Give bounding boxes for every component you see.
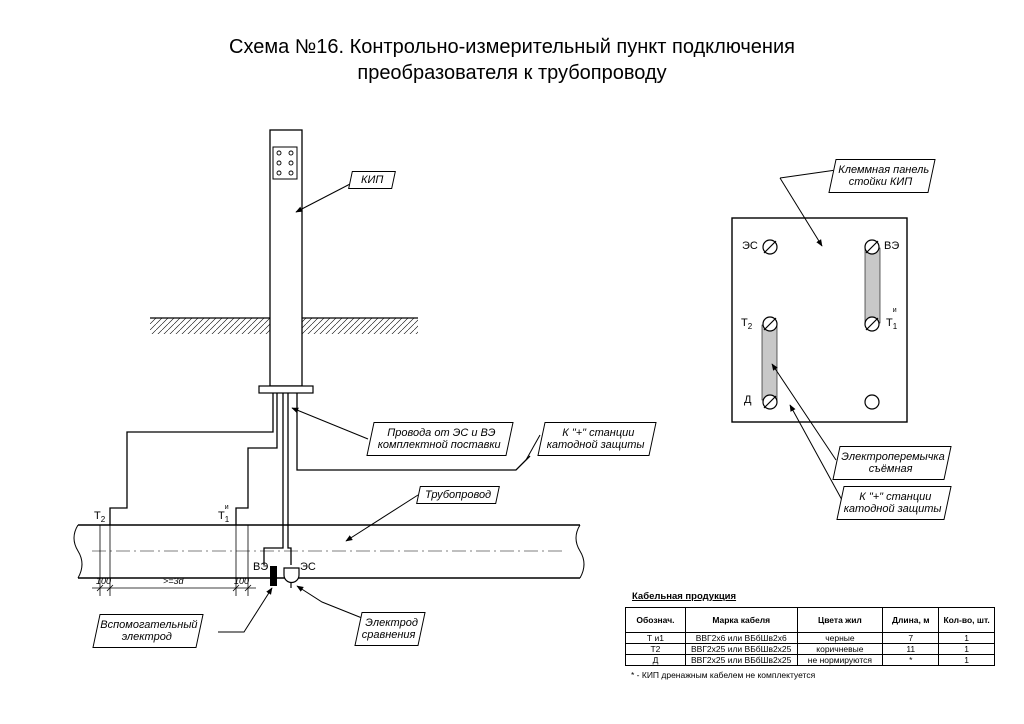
leader-lines-main [218, 182, 541, 633]
dimension-lines [92, 525, 256, 596]
ground-left [150, 317, 270, 334]
table-row: Т2 ВВГ2х25 или ВБбШв2х25 коричневые 11 1 [625, 643, 995, 655]
auxiliary-electrode [270, 566, 277, 586]
dimension-100-left: 100 [96, 576, 112, 586]
callout-wires: Провода от ЭС и ВЭ комплектной поставки [366, 422, 514, 456]
pipeline [73, 524, 585, 579]
header-cable-brand: Марка кабеля [684, 607, 798, 633]
table-row: Д ВВГ2х25 или ВБбШв2х25 не нормируются *… [625, 654, 995, 666]
title-line-1: Схема №16. Контрольно-измерительный пунк… [229, 36, 795, 58]
label-t2: Т2 [94, 510, 106, 525]
terminal-panel [731, 217, 908, 423]
callout-station: К "+" станции катодной защиты [537, 422, 657, 456]
header-length: Длина, м [882, 607, 940, 633]
kip-base-flange [258, 385, 314, 394]
dimension-100-right: 100 [234, 576, 250, 586]
cable-table-note: * - КИП дренажным кабелем не комплектует… [631, 670, 816, 680]
table-row: Т и1 ВВГ2х6 или ВБбШв2х6 черные 7 1 [625, 632, 995, 644]
kip-post [269, 129, 303, 387]
panel-label-es: ЭС [742, 240, 758, 252]
cable-table-title: Кабельная продукция [632, 591, 737, 602]
cable-products-block: Кабельная продукция Обознач. Марка кабел… [625, 591, 995, 680]
label-es-pipe: ЭС [300, 561, 316, 573]
ground-right [302, 317, 418, 334]
callout-pipeline: Трубопровод [416, 486, 500, 504]
header-core-colors: Цвета жил [796, 607, 884, 633]
callout-terminal-panel: Клеммная панель стойки КИП [828, 159, 936, 193]
label-ve-pipe: ВЭ [253, 561, 269, 573]
cable-table-header-row: Обознач. Марка кабеля Цвета жил Длина, м… [625, 607, 995, 633]
header-quantity: Кол-во, шт. [938, 607, 995, 633]
title-line-2: преобразователя к трубопроводу [357, 62, 667, 84]
header-designation: Обознач. [625, 607, 686, 633]
leader-lines-panel [771, 169, 843, 501]
reference-electrode [283, 567, 300, 588]
callout-jumper: Электроперемычка съёмная [832, 446, 952, 480]
diagram-title: Схема №16. Контрольно-измерительный пунк… [0, 34, 1024, 86]
panel-label-d: Д [744, 394, 752, 406]
callout-station-panel: К "+" станции катодной защиты [836, 486, 952, 520]
panel-label-t2: Т2 [741, 317, 753, 332]
terminal-screws [762, 239, 880, 410]
dimension-3d: >=3d [163, 576, 184, 586]
panel-label-ve: ВЭ [884, 240, 900, 252]
callout-ref-electrode: Электрод сравнения [354, 612, 426, 646]
callout-kip: КИП [348, 171, 396, 189]
callout-aux-electrode: Вспомогательный электрод [92, 614, 204, 648]
cable-lines [109, 393, 531, 565]
cable-table: Обознач. Марка кабеля Цвета жил Длина, м… [625, 607, 995, 666]
